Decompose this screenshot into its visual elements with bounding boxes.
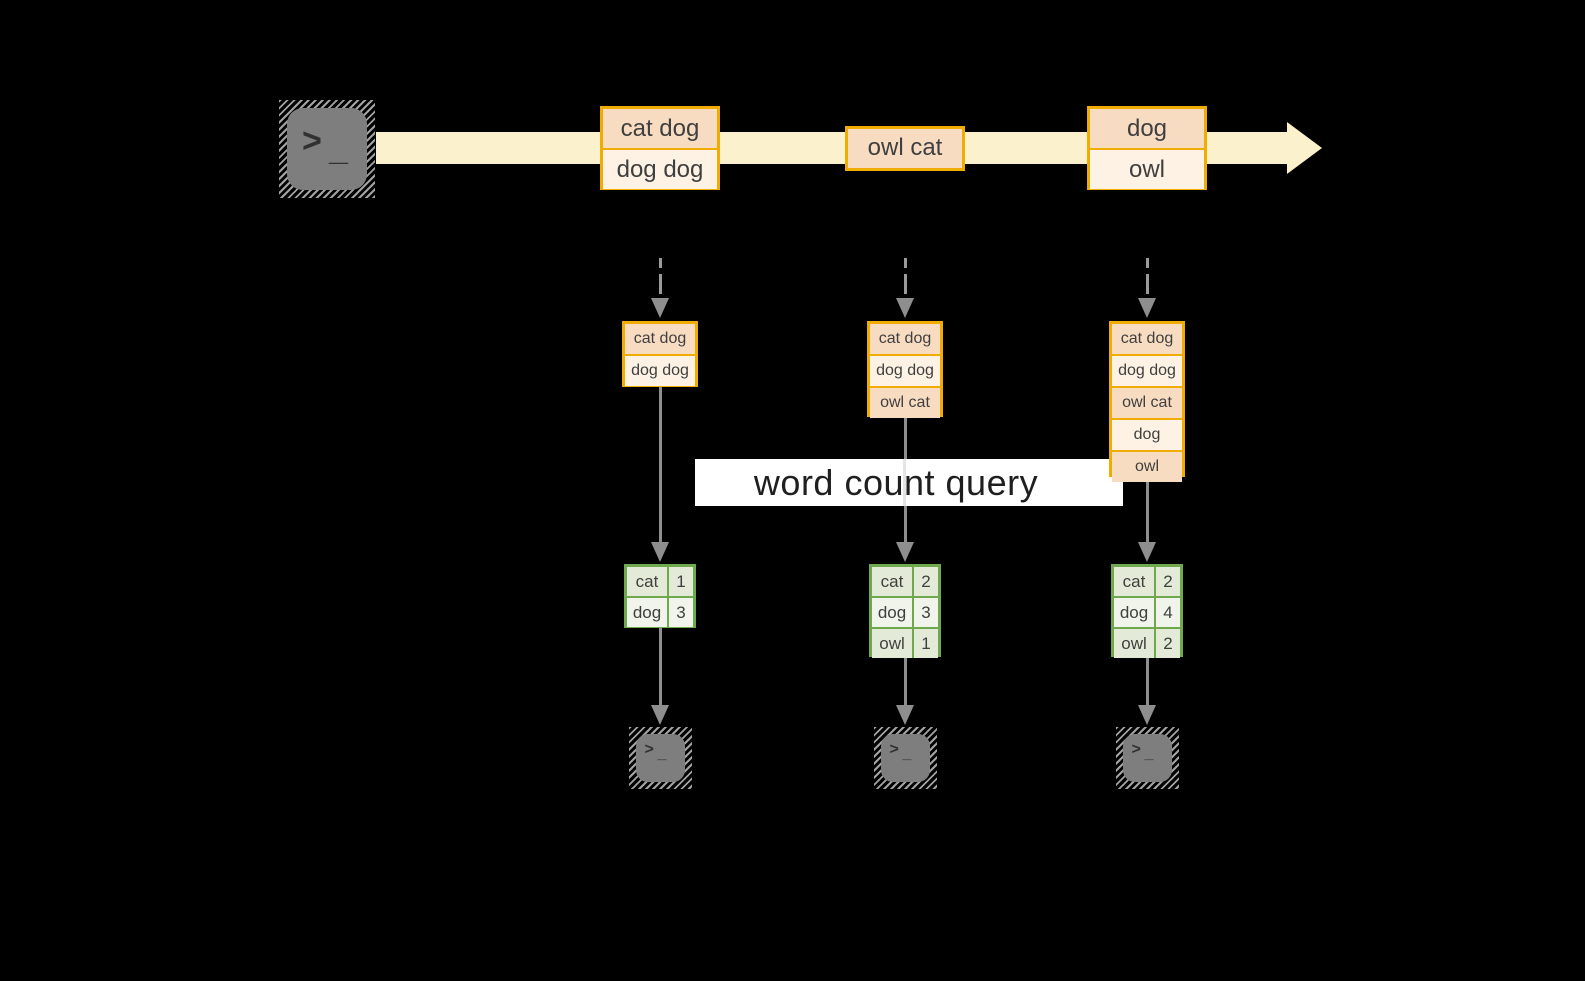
word-count-query-label: word count query bbox=[753, 461, 1039, 503]
prompt-icon: > bbox=[1131, 741, 1141, 758]
word-cell: cat bbox=[1114, 567, 1156, 596]
word-cell: cat bbox=[872, 567, 914, 596]
table-row: dog 4 bbox=[1114, 596, 1180, 627]
state-record: cat dog bbox=[625, 324, 695, 354]
count-cell: 4 bbox=[1163, 602, 1173, 622]
connector-line bbox=[658, 387, 662, 542]
source-terminal-icon: > _ bbox=[279, 100, 375, 198]
connector-line bbox=[1145, 657, 1149, 705]
terminal-screen: > _ bbox=[287, 108, 367, 190]
state-record: dog dog bbox=[1112, 354, 1182, 386]
dashed-arrow-segment bbox=[658, 258, 662, 268]
dashed-arrow-segment bbox=[903, 258, 907, 268]
sink-terminal-icon: >_ bbox=[873, 727, 937, 789]
down-arrow-icon bbox=[896, 705, 914, 725]
terminal-screen: >_ bbox=[635, 734, 685, 782]
word-cell: owl bbox=[1114, 629, 1156, 658]
table-row: dog 3 bbox=[627, 596, 693, 627]
sink-terminal-icon: >_ bbox=[1115, 727, 1179, 789]
down-arrow-icon bbox=[651, 542, 669, 562]
count-cell: 2 bbox=[921, 571, 931, 591]
state-record: owl cat bbox=[870, 386, 940, 418]
stream-event-box: owl cat bbox=[845, 125, 965, 171]
state-record: owl cat bbox=[1112, 386, 1182, 418]
prompt-icon: > bbox=[644, 741, 654, 758]
count-cell: 3 bbox=[921, 602, 931, 622]
cursor-icon: _ bbox=[902, 745, 912, 762]
down-arrow-icon bbox=[1138, 298, 1156, 318]
terminal-screen: >_ bbox=[1122, 734, 1172, 782]
connector-line bbox=[903, 657, 907, 705]
terminal-screen: >_ bbox=[880, 734, 930, 782]
event-record: owl bbox=[1090, 148, 1204, 189]
state-record: dog dog bbox=[870, 354, 940, 386]
word-count-table: cat 1 dog 3 bbox=[624, 564, 696, 628]
state-record: cat dog bbox=[870, 324, 940, 354]
table-row: cat 1 bbox=[627, 567, 693, 596]
word-cell: dog bbox=[627, 598, 669, 627]
dashed-arrow-segment bbox=[658, 274, 662, 294]
event-record: cat dog bbox=[603, 109, 717, 148]
down-arrow-icon bbox=[896, 298, 914, 318]
query-banner: word count query bbox=[695, 459, 1123, 506]
prompt-icon: > bbox=[889, 741, 899, 758]
word-count-table: cat 2 dog 3 owl 1 bbox=[869, 564, 941, 658]
cursor-icon: _ bbox=[657, 745, 667, 762]
down-arrow-icon bbox=[896, 542, 914, 562]
event-record: owl cat bbox=[848, 128, 962, 168]
down-arrow-icon bbox=[651, 298, 669, 318]
connector-line bbox=[1145, 477, 1149, 542]
word-cell: cat bbox=[627, 567, 669, 596]
word-cell: owl bbox=[872, 629, 914, 658]
count-cell: 3 bbox=[676, 602, 686, 622]
connector-line bbox=[658, 628, 662, 705]
down-arrow-icon bbox=[1138, 705, 1156, 725]
event-record: dog dog bbox=[603, 148, 717, 189]
state-record: owl bbox=[1112, 450, 1182, 482]
count-cell: 1 bbox=[676, 571, 686, 591]
state-record: dog bbox=[1112, 418, 1182, 450]
event-record: dog bbox=[1090, 109, 1204, 148]
table-row: cat 2 bbox=[1114, 567, 1180, 596]
dashed-arrow-segment bbox=[1145, 258, 1149, 268]
connector-over-banner bbox=[903, 459, 906, 506]
sink-terminal-icon: >_ bbox=[628, 727, 692, 789]
cursor-icon: _ bbox=[329, 130, 348, 168]
table-row: owl 1 bbox=[872, 627, 938, 658]
count-cell: 2 bbox=[1163, 571, 1173, 591]
word-cell: dog bbox=[872, 598, 914, 627]
table-row: owl 2 bbox=[1114, 627, 1180, 658]
prompt-icon: > bbox=[302, 122, 322, 160]
word-count-table: cat 2 dog 4 owl 2 bbox=[1111, 564, 1183, 658]
down-arrow-icon bbox=[1138, 542, 1156, 562]
table-row: cat 2 bbox=[872, 567, 938, 596]
table-row: dog 3 bbox=[872, 596, 938, 627]
dashed-arrow-segment bbox=[1145, 274, 1149, 294]
state-record: dog dog bbox=[625, 354, 695, 386]
down-arrow-icon bbox=[651, 705, 669, 725]
word-cell: dog bbox=[1114, 598, 1156, 627]
cursor-icon: _ bbox=[1144, 745, 1154, 762]
stream-arrowhead-icon bbox=[1287, 122, 1322, 174]
state-record: cat dog bbox=[1112, 324, 1182, 354]
count-cell: 1 bbox=[921, 633, 931, 653]
count-cell: 2 bbox=[1163, 633, 1173, 653]
dashed-arrow-segment bbox=[903, 274, 907, 294]
